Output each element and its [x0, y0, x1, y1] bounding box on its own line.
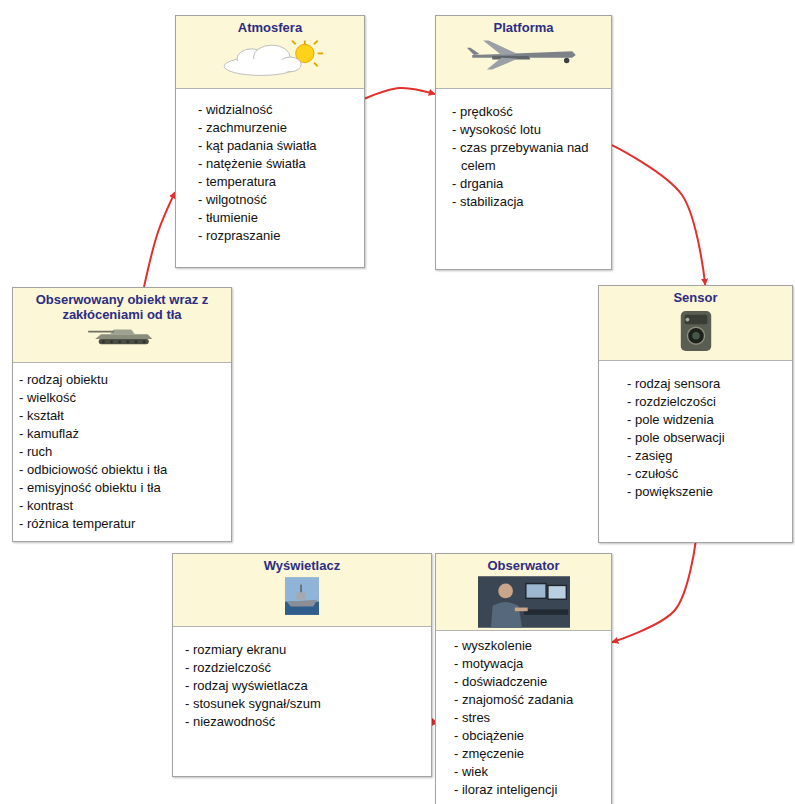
box-header: Sensor: [599, 286, 792, 361]
factor-item: - tłumienie: [198, 209, 358, 227]
factor-item: - rodzaj sensora: [627, 375, 786, 393]
box-header: Atmosfera: [176, 16, 364, 89]
factor-item: - prędkość: [452, 103, 605, 121]
flow-arrow: [144, 192, 175, 287]
box-body: - widzialność- zachmurzenie- kąt padania…: [176, 89, 364, 253]
header-icon-shape: [224, 41, 323, 76]
factor-item: - kąt padania światła: [198, 137, 358, 155]
factor-item: - doświadczenie: [454, 673, 605, 691]
factor-item: - zasięg: [627, 447, 786, 465]
factor-item: - zachmurzenie: [198, 119, 358, 137]
factor-item: - rozmiary ekranu: [185, 641, 425, 659]
box-title: Platforma: [440, 20, 607, 35]
box-body: - prędkość- wysokość lotu- czas przebywa…: [436, 89, 611, 219]
header-icon: [215, 38, 325, 78]
box-title: Obserwowany obiekt wraz z zakłóceniami o…: [17, 292, 227, 322]
box-title: Obserwator: [440, 558, 607, 573]
factor-item: - kamuflaż: [19, 425, 225, 443]
factor-box: Atmosfera - widzialność- zachmurzenie- ką…: [175, 15, 365, 268]
factor-item: - wiek: [454, 763, 605, 781]
factor-item: - motywacja: [454, 655, 605, 673]
header-icon: [285, 576, 319, 616]
factor-item: - natężenie światła: [198, 155, 358, 173]
factor-box: Obserwowany obiekt wraz z zakłóceniami o…: [12, 287, 232, 542]
factor-item: - czułość: [627, 465, 786, 483]
factor-item: - rozpraszanie: [198, 227, 358, 245]
header-icon-shape: [466, 40, 575, 69]
factor-item: - pole obserwacji: [627, 429, 786, 447]
factor-item: - rodzaj wyświetlacza: [185, 677, 425, 695]
factor-item: - rodzaj obiektu: [19, 371, 225, 389]
box-header: Platforma: [436, 16, 611, 89]
factor-item: - wielkość: [19, 389, 225, 407]
factor-box: Sensor- rodzaj sensora- rozdzielczości- …: [598, 285, 793, 543]
factor-item: - zmęczenie: [454, 745, 605, 763]
header-icon: [465, 38, 583, 72]
box-body: - rodzaj obiektu- wielkość- kształt- kam…: [13, 363, 231, 541]
header-icon: [478, 576, 570, 628]
factor-item: - znajomość zadania: [454, 691, 605, 709]
box-header: Wyświetlacz: [173, 554, 431, 627]
factor-item: - niezawodność: [185, 713, 425, 731]
factor-item: - stabilizacja: [452, 193, 605, 211]
factor-item: - widzialność: [198, 101, 358, 119]
factor-item: - stosunek sygnał/szum: [185, 695, 425, 713]
header-icon: [87, 325, 157, 347]
factor-item: - wilgotność: [198, 191, 358, 209]
factor-item: - drgania: [452, 175, 605, 193]
factor-item: - ruch: [19, 443, 225, 461]
factor-item: - obciążenie: [454, 727, 605, 745]
flow-arrow: [612, 543, 696, 642]
factor-item: - rozdzielczości: [627, 393, 786, 411]
factor-item: - rozdzielczość: [185, 659, 425, 677]
box-body: - rodzaj sensora- rozdzielczości- pole w…: [599, 361, 792, 509]
factor-item: - wysokość lotu: [452, 121, 605, 139]
box-body: - rozmiary ekranu- rozdzielczość- rodzaj…: [173, 627, 431, 739]
flow-arrow: [612, 145, 705, 285]
factor-item: - odbiciowość obiektu i tła: [19, 461, 225, 479]
factor-item: - wyszkolenie: [454, 637, 605, 655]
factor-item: - iloraz inteligencji: [454, 781, 605, 799]
factor-box: Platforma - prędkość- wysokość lotu- czas…: [435, 15, 612, 270]
box-body: - wyszkolenie- motywacja- doświadczenie-…: [436, 631, 611, 804]
box-title: Wyświetlacz: [177, 558, 427, 573]
box-header: Obserwowany obiekt wraz z zakłóceniami o…: [13, 288, 231, 363]
header-icon-shape: [88, 330, 152, 345]
factor-box: Wyświetlacz - rozmiary ekranu- rozdzielcz…: [172, 553, 432, 777]
factor-box: Obserwator - wyszkolenie- motywacja- dośw…: [435, 553, 612, 804]
factor-item: - emisyjność obiektu i tła: [19, 479, 225, 497]
box-title: Sensor: [603, 290, 788, 305]
box-header: Obserwator: [436, 554, 611, 631]
header-icon-shape: [285, 577, 319, 615]
factor-item: - kształt: [19, 407, 225, 425]
factor-item: - różnica temperatur: [19, 515, 225, 533]
factor-item: - temperatura: [198, 173, 358, 191]
factor-item: - powiększenie: [627, 483, 786, 501]
header-icon-shape: [478, 576, 570, 628]
box-title: Atmosfera: [180, 20, 360, 35]
flow-arrow: [365, 88, 435, 99]
header-icon: [677, 308, 715, 354]
factor-item: - kontrast: [19, 497, 225, 515]
factor-item: - stres: [454, 709, 605, 727]
factor-item: - czas przebywania nad celem: [452, 139, 605, 175]
header-icon-shape: [680, 311, 710, 351]
factor-item: - pole widzenia: [627, 411, 786, 429]
